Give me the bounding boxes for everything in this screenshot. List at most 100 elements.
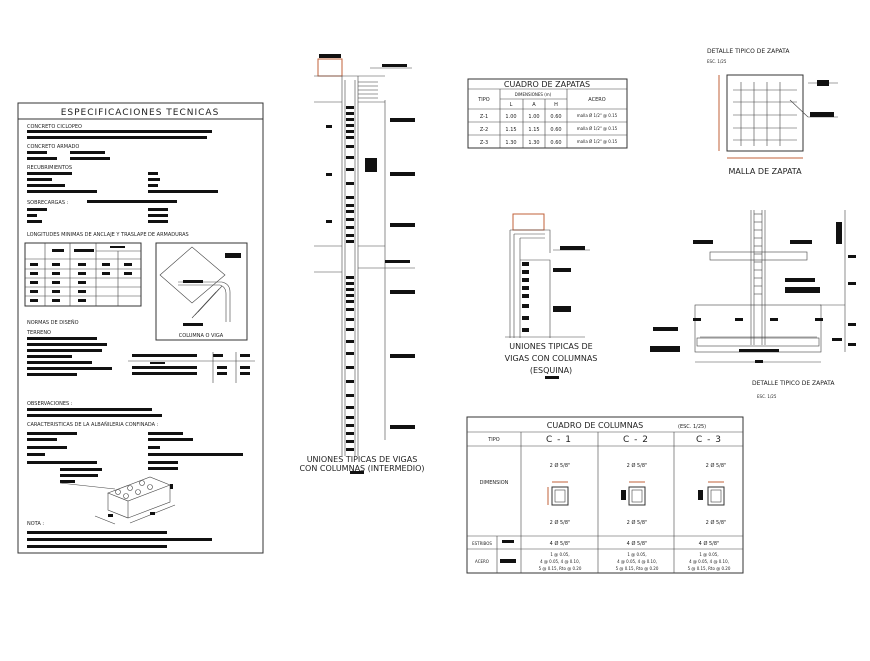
column-bottom-bars: 2 Ø 5/8" <box>550 519 571 526</box>
stirrup <box>346 234 354 237</box>
column-estribos-3: 5 @ 0.15, Rto @ 0.20 <box>616 566 659 571</box>
stirrup <box>346 406 354 409</box>
column-top-bars: 2 Ø 5/8" <box>706 462 727 469</box>
union-esquina-title-1: UNIONES TIPICAS DE <box>509 342 592 351</box>
stirrup <box>522 304 529 308</box>
cell-h: 0.60 <box>550 127 561 133</box>
column-estribos-3: 5 @ 0.15, Rto @ 0.20 <box>539 566 582 571</box>
column-type-c3: C - 3 2 Ø 5/8" 2 Ø 5/8" 4 Ø 5/8" 1 @ 0.0… <box>688 435 731 571</box>
zapatas-col-acero: ACERO <box>588 97 605 103</box>
zapatas-col-tipo: TIPO <box>477 97 490 103</box>
stirrup <box>346 448 354 451</box>
column-estribos-3: 5 @ 0.15, Rto @ 0.20 <box>688 566 731 571</box>
stirrup <box>346 328 354 331</box>
cell-tipo: Z-2 <box>480 127 488 133</box>
footing-title: DETALLE TIPICO DE ZAPATA <box>752 380 835 387</box>
union-intermedio-detail: UNIONES TIPICAS DE VIGAS CON COLUMNAS (I… <box>299 54 425 474</box>
stirrup <box>522 316 529 320</box>
specs-title: ESPECIFICACIONES TECNICAS <box>61 108 220 118</box>
zapatas-row: Z-3 1.30 1.30 0.60 malla Ø 1/2" @ 0.15 <box>480 139 618 146</box>
stirrup <box>346 156 354 159</box>
heading-terreno: TERRENO <box>26 330 51 336</box>
union-intermedio-title-1: UNIONES TIPICAS DE VIGAS <box>307 455 418 464</box>
stirrup <box>346 130 354 133</box>
cell-a: 1.00 <box>528 114 539 120</box>
specifications-panel: ESPECIFICACIONES TECNICAS CONCRETO CICLO… <box>17 102 264 554</box>
redacted-text <box>27 432 243 483</box>
column-estribos-1: 1 @ 0.05, <box>699 552 718 557</box>
cell-h: 0.60 <box>550 114 561 120</box>
zapatas-sub-a: A <box>532 102 536 108</box>
stirrup <box>346 136 354 139</box>
malla-caption: MALLA DE ZAPATA <box>728 167 802 176</box>
footing-section-detail: DETALLE TIPICO DE ZAPATA ESC. 1/25 <box>650 210 856 399</box>
union-esquina-title-2: VIGAS CON COLUMNAS <box>505 354 598 363</box>
stirrup <box>522 278 529 282</box>
column-bottom-bars: 2 Ø 5/8" <box>627 519 648 526</box>
stirrup <box>346 300 354 303</box>
stirrup <box>346 352 354 355</box>
column-estribos-2: 4 @ 0.05, 4 @ 0.10, <box>689 559 729 564</box>
stirrup <box>522 286 529 290</box>
heading-concreto-armado: CONCRETO ARMADO <box>27 144 79 150</box>
malla-scale: ESC. 1/25 <box>707 59 727 64</box>
zapatas-sub-l: L <box>510 102 513 108</box>
column-acero: 4 Ø 5/8" <box>699 540 720 547</box>
cell-l: 1.00 <box>505 114 516 120</box>
stirrup <box>346 394 354 397</box>
stirrup <box>346 440 354 443</box>
heading-observaciones: OBSERVACIONES : <box>27 401 73 407</box>
columnas-row-label-acero: ACERO <box>475 559 489 564</box>
heading-longitudes: LONGITUDES MINIMAS DE ANCLAJE Y TRASLAPE… <box>27 232 189 238</box>
stirrup <box>346 318 354 321</box>
stirrup <box>346 340 354 343</box>
column-estribos-1: 1 @ 0.05, <box>550 552 569 557</box>
column-type-name: C - 1 <box>546 435 572 445</box>
hook-detail: COLUMNA O VIGA <box>155 242 248 341</box>
column-bottom-bars: 2 Ø 5/8" <box>706 519 727 526</box>
stirrup <box>346 106 354 109</box>
columnas-row-label-estribos: ESTRIBOS <box>472 541 492 546</box>
malla-title: DETALLE TIPICO DE ZAPATA <box>707 48 790 55</box>
column-acero: 4 Ø 5/8" <box>550 540 571 547</box>
column-type-c2: C - 2 2 Ø 5/8" 2 Ø 5/8" 4 Ø 5/8" 1 @ 0.0… <box>616 435 659 571</box>
stirrup <box>346 282 354 285</box>
cell-acero: malla Ø 1/2" @ 0.15 <box>577 139 618 144</box>
stirrup <box>346 196 354 199</box>
column-acero: 4 Ø 5/8" <box>627 540 648 547</box>
columnas-dimension-label: DIMENSION <box>480 480 509 486</box>
stirrup <box>346 210 354 213</box>
stirrup <box>346 294 354 297</box>
stirrup <box>346 145 354 148</box>
stirrup <box>346 204 354 207</box>
stirrup <box>346 168 354 171</box>
brick-illustration <box>59 476 176 525</box>
cell-acero: malla Ø 1/2" @ 0.15 <box>577 126 618 131</box>
column-type-c1: C - 1 2 Ø 5/8" 2 Ø 5/8" 4 Ø 5/8" 1 @ 0.0… <box>539 435 582 571</box>
redacted-text <box>27 130 212 139</box>
stirrup <box>346 416 354 419</box>
stirrup <box>346 366 354 369</box>
stirrup <box>346 182 354 185</box>
cell-tipo: Z-3 <box>480 140 488 146</box>
column-estribos-1: 1 @ 0.05, <box>627 552 646 557</box>
zapatas-table: CUADRO DE ZAPATAS TIPO DIMENSIONES (m) A… <box>467 78 628 149</box>
column-top-bars: 2 Ø 5/8" <box>627 462 648 469</box>
stirrup <box>346 380 354 383</box>
malla-zapata-detail: DETALLE TIPICO DE ZAPATA ESC. 1/25 MALLA… <box>707 48 838 176</box>
redacted-text <box>27 172 218 193</box>
redacted-text <box>27 531 212 548</box>
stirrup <box>346 226 354 229</box>
columnas-table: CUADRO DE COLUMNAS (ESC. 1/25) TIPO DIME… <box>466 416 744 574</box>
columna-o-viga-label: COLUMNA O VIGA <box>179 333 224 339</box>
stirrup <box>346 308 354 311</box>
stirrup <box>346 432 354 435</box>
heading-sobrecargas: SOBRECARGAS : <box>27 200 69 206</box>
heading-recubrimientos: RECUBRIMIENTOS <box>27 165 72 171</box>
union-intermedio-title-2: CON COLUMNAS (INTERMEDIO) <box>299 464 424 473</box>
heading-albanileria: CARACTERISTICAS DE LA ALBAÑILERIA CONFIN… <box>27 421 159 428</box>
stirrup <box>346 424 354 427</box>
redacted-text <box>27 200 177 223</box>
stirrup <box>522 270 529 274</box>
